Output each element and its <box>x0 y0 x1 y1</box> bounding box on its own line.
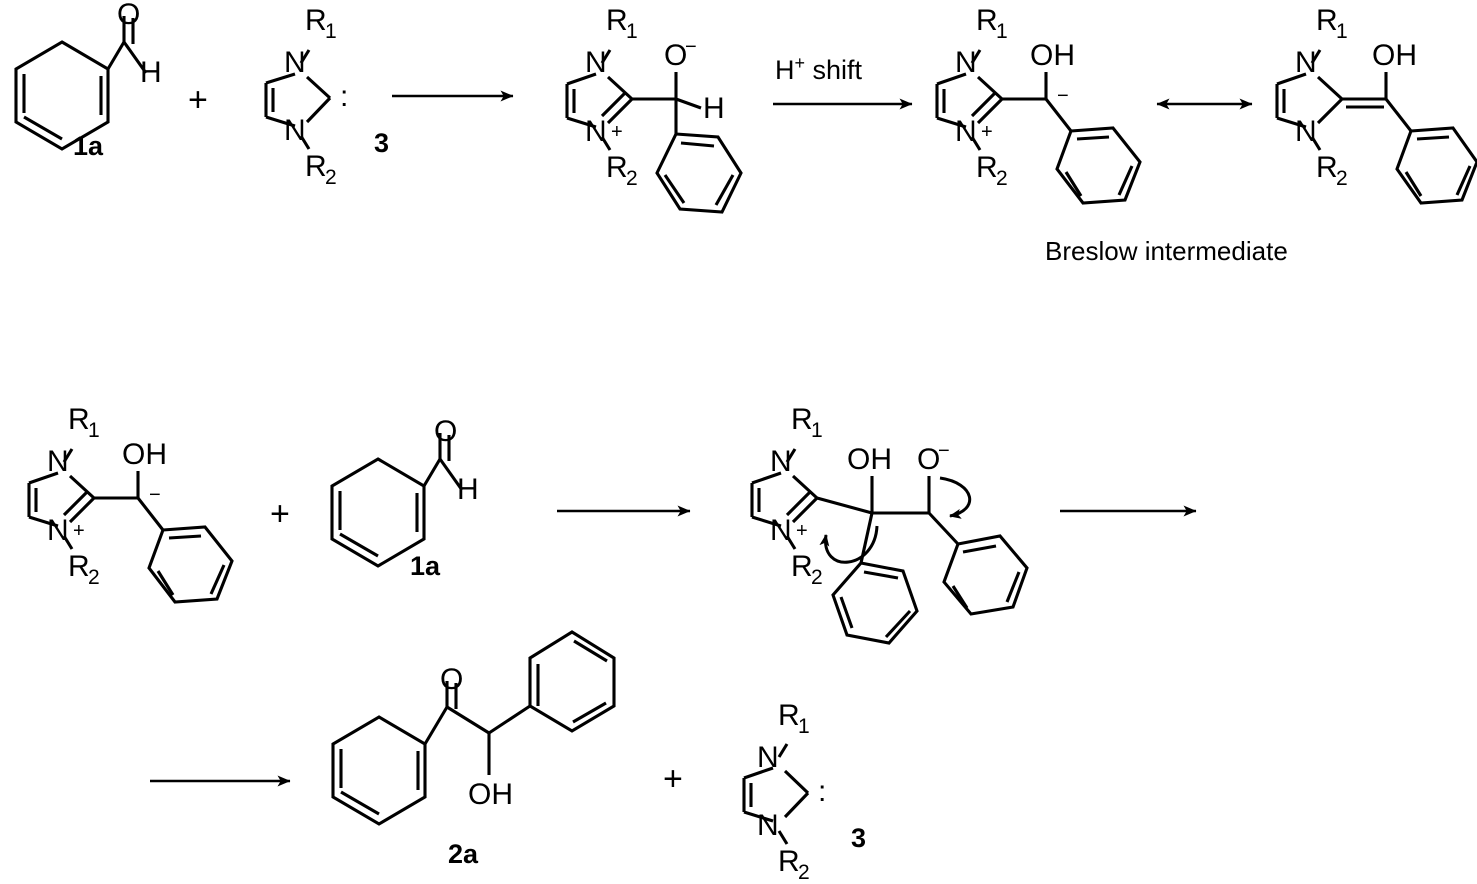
operator-plus-row1: + <box>188 81 208 119</box>
atom-label-oxygen-anion: O <box>917 443 941 476</box>
arrow-label-h-shift-text: H <box>775 55 795 85</box>
atom-label-nitrogen-bottom: N <box>770 514 792 547</box>
substituent-label-r1: R <box>791 403 813 436</box>
substituent-subscript-1: 1 <box>798 715 810 738</box>
charge-label-positive: + <box>611 121 623 143</box>
atom-label-nitrogen-bottom: N <box>955 115 977 148</box>
substituent-subscript-2: 2 <box>1336 167 1348 190</box>
operator-plus-row2: + <box>270 495 290 533</box>
atom-label-hydroxyl: OH <box>1030 39 1075 72</box>
atom-label-hydrogen: H <box>703 92 725 125</box>
atom-label-nitrogen-bottom: N <box>47 514 69 547</box>
substituent-subscript-1: 1 <box>325 20 337 43</box>
compound-label-3-row3: 3 <box>851 823 867 853</box>
substituent-subscript-1: 1 <box>88 419 100 442</box>
substituent-subscript-1: 1 <box>996 20 1008 43</box>
atom-label-nitrogen-top: N <box>1295 46 1317 79</box>
lone-pair-icon: : <box>818 775 827 808</box>
atom-label-hydrogen: H <box>457 473 479 506</box>
atom-label-oxygen-anion: O <box>664 39 688 72</box>
substituent-subscript-2: 2 <box>798 861 810 884</box>
substituent-label-r1: R <box>1316 4 1338 37</box>
structure-benzaldehyde-row1 <box>14 16 148 151</box>
charge-label-negative: − <box>685 36 697 58</box>
charge-label-negative: − <box>149 484 161 506</box>
atom-label-nitrogen-bottom: N <box>757 809 779 842</box>
atom-label-nitrogen-bottom: N <box>1295 115 1317 148</box>
substituent-subscript-2: 2 <box>811 566 823 589</box>
substituent-subscript-1: 1 <box>811 419 823 442</box>
substituent-label-r2: R <box>305 150 327 183</box>
atom-label-oxygen: O <box>117 0 141 31</box>
compound-label-2a: 2a <box>448 839 479 869</box>
structure-breslow-ylide-row2 <box>27 448 234 604</box>
atom-label-nitrogen-top: N <box>47 445 69 478</box>
substituent-subscript-1: 1 <box>626 20 638 43</box>
charge-label-positive: + <box>73 520 85 542</box>
charge-label-negative: − <box>1057 85 1069 107</box>
charge-label-positive: + <box>981 121 993 143</box>
atom-label-hydroxyl: OH <box>122 438 167 471</box>
substituent-label-r2: R <box>976 151 998 184</box>
substituent-label-r2: R <box>791 550 813 583</box>
substituent-subscript-2: 2 <box>88 566 100 589</box>
charge-label-negative: − <box>938 440 950 462</box>
atom-label-nitrogen-top: N <box>284 46 306 79</box>
substituent-label-r2: R <box>606 151 628 184</box>
atom-label-hydrogen: H <box>140 56 162 89</box>
structure-benzaldehyde-row2 <box>330 433 464 568</box>
arrow-label-shift-word: shift <box>812 55 863 85</box>
substituent-label-r1: R <box>68 403 90 436</box>
arrow-label-superscript-plus: + <box>794 53 806 73</box>
substituent-subscript-2: 2 <box>325 166 337 189</box>
lone-pair-icon: : <box>340 80 349 113</box>
atom-label-hydroxyl: OH <box>468 778 513 811</box>
structure-zwitterion-adduct <box>565 49 743 214</box>
structure-tetrahedral-adduct <box>750 448 1029 645</box>
structure-breslow-ylide-row1 <box>935 49 1142 205</box>
compound-label-1a-row1: 1a <box>73 131 104 161</box>
charge-label-positive: + <box>796 520 808 542</box>
substituent-label-r1: R <box>305 4 327 37</box>
substituent-label-r2: R <box>68 550 90 583</box>
compound-label-3-row1: 3 <box>374 128 390 158</box>
atom-label-oxygen: O <box>434 415 458 448</box>
atom-label-nitrogen-bottom: N <box>284 114 306 147</box>
atom-label-hydroxyl: OH <box>1372 39 1417 72</box>
operator-plus-row3: + <box>663 760 683 798</box>
substituent-subscript-1: 1 <box>1336 20 1348 43</box>
atom-label-nitrogen-top: N <box>955 46 977 79</box>
atom-label-nitrogen-top: N <box>770 445 792 478</box>
atom-label-nitrogen-top: N <box>585 46 607 79</box>
substituent-subscript-2: 2 <box>996 167 1008 190</box>
atom-label-oxygen: O <box>440 663 464 696</box>
atom-label-nitrogen-bottom: N <box>585 115 607 148</box>
structure-nhc-carbene-row1 <box>264 49 332 150</box>
structure-breslow-enol-row1 <box>1275 49 1477 205</box>
substituent-label-r1: R <box>606 4 628 37</box>
atom-label-nitrogen-top: N <box>757 741 779 774</box>
atom-label-hydroxyl: OH <box>847 443 892 476</box>
substituent-label-r1: R <box>778 699 800 732</box>
compound-label-1a-row2: 1a <box>410 551 441 581</box>
substituent-label-r2: R <box>1316 151 1338 184</box>
substituent-subscript-2: 2 <box>626 167 638 190</box>
substituent-label-r1: R <box>976 4 998 37</box>
substituent-label-r2: R <box>778 845 800 878</box>
structure-nhc-carbene-row3 <box>742 743 810 845</box>
caption-breslow-intermediate: Breslow intermediate <box>1045 236 1288 266</box>
structure-benzoin-2a <box>331 630 616 826</box>
arrow-label-h-shift: H+ shift <box>775 54 862 84</box>
